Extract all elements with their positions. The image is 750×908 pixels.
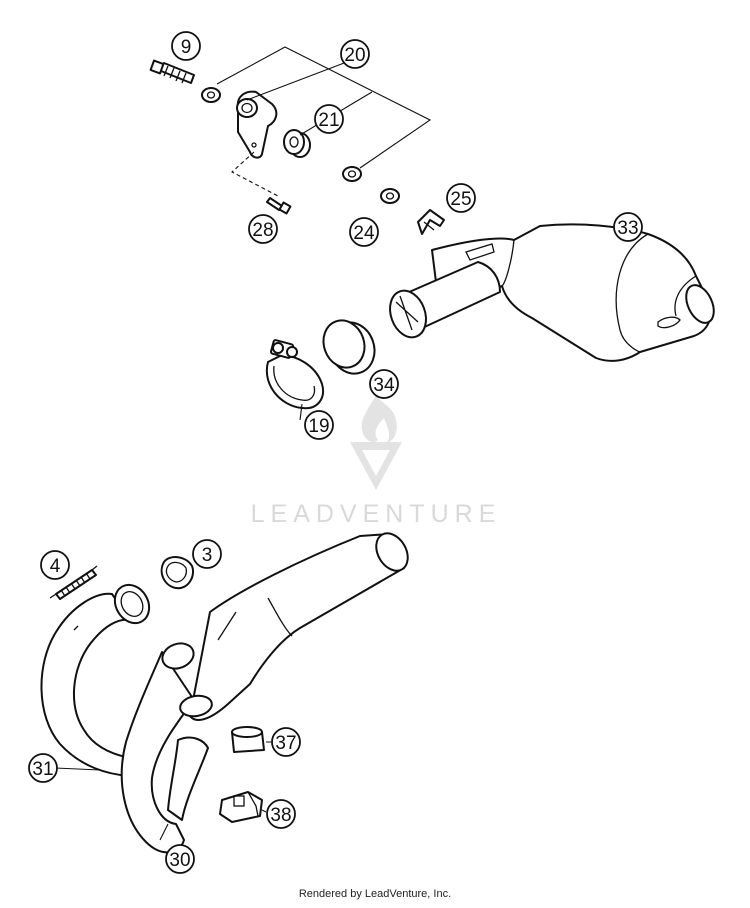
part-33-inlet-pipe [389, 261, 501, 339]
svg-text:34: 34 [373, 375, 395, 396]
svg-text:9: 9 [181, 37, 192, 58]
callout-38: 38 [266, 799, 296, 829]
part-24-washer [380, 188, 400, 204]
svg-text:20: 20 [344, 45, 365, 66]
part-37-sleeve [231, 726, 265, 753]
part-washer-right [342, 166, 362, 182]
svg-text:31: 31 [32, 759, 53, 780]
leadventure-watermark: LEADVENTURE [251, 395, 502, 528]
callout-30: 30 [165, 844, 195, 874]
svg-text:19: 19 [308, 416, 329, 437]
watermark-v-logo [350, 442, 402, 490]
svg-text:24: 24 [353, 223, 375, 244]
callout-37: 37 [271, 727, 301, 757]
svg-text:3: 3 [202, 545, 213, 566]
svg-text:25: 25 [450, 189, 471, 210]
part-4-spring [49, 565, 98, 600]
part-38-bracket [219, 791, 263, 823]
render-credit-footer: Rendered by LeadVenture, Inc. [298, 888, 452, 900]
callout-21: 21 [314, 104, 344, 134]
callout-33: 33 [613, 212, 643, 242]
svg-text:30: 30 [169, 850, 190, 871]
leader-lines-lower [54, 403, 303, 841]
callout-31: 31 [28, 753, 58, 783]
watermark-brand-text: LEADVENTURE [251, 500, 502, 528]
callout-25: 25 [446, 183, 476, 213]
part-9-bolt [149, 59, 195, 84]
callout-3: 3 [192, 539, 222, 569]
part-25-clip-nut [417, 209, 445, 235]
dashed-leader-28 [231, 151, 279, 197]
part-20-bracket [236, 90, 278, 159]
callout-24: 24 [349, 217, 379, 247]
callout-19: 19 [304, 410, 334, 440]
callout-4: 4 [40, 550, 70, 580]
part-21-grommet [283, 129, 311, 158]
svg-text:4: 4 [50, 556, 61, 577]
part-19-clamp [265, 339, 324, 410]
callout-34: 34 [369, 369, 399, 399]
svg-text:33: 33 [617, 218, 638, 239]
svg-text:38: 38 [270, 805, 291, 826]
part-28-screw [266, 197, 292, 215]
callout-20: 20 [340, 39, 370, 69]
callout-28: 28 [248, 214, 278, 244]
part-33-silencer [431, 223, 715, 362]
part-washer-upper [201, 87, 221, 103]
part-34-sleeve [322, 319, 376, 375]
svg-text:28: 28 [252, 220, 273, 241]
part-3-gasket [160, 556, 194, 590]
part-30-header-pipe [120, 532, 409, 854]
svg-text:37: 37 [275, 733, 296, 754]
svg-text:21: 21 [318, 110, 339, 131]
watermark-flame-icon [361, 395, 397, 444]
callout-9: 9 [171, 31, 201, 61]
